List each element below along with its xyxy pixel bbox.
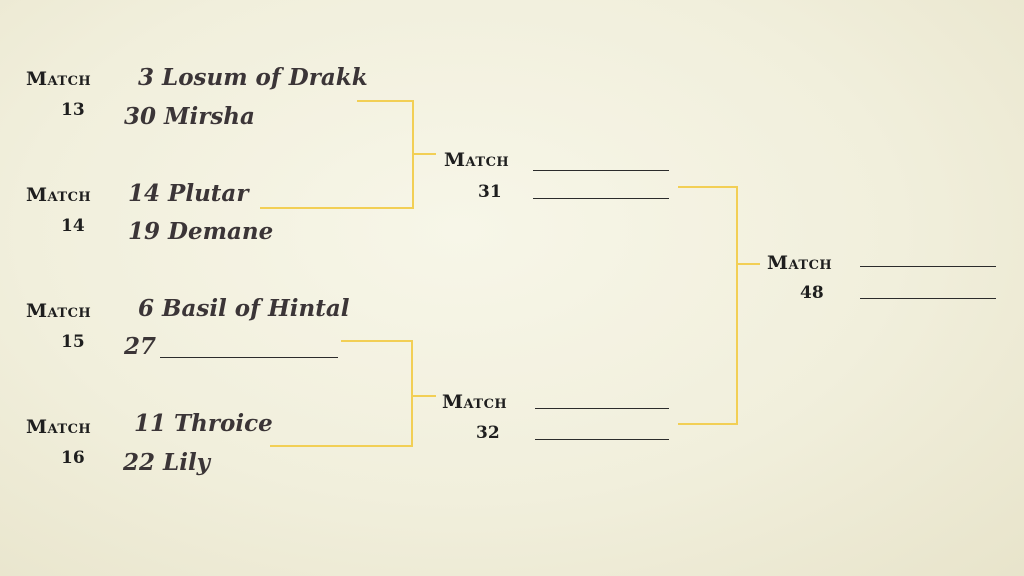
team-seed: 14 — [128, 180, 161, 207]
blank-slot — [860, 266, 996, 267]
connector-match-32 — [678, 264, 738, 425]
match-48-number: 48 — [800, 283, 824, 303]
team-name: Mirsha — [164, 103, 255, 130]
blank-slot — [533, 170, 669, 171]
team-name: Throice — [174, 410, 273, 437]
connector-match-16 — [270, 396, 413, 447]
team-name: Losum of Drakk — [162, 64, 368, 91]
match-15-number: 15 — [61, 332, 85, 352]
team-slot: 6 Basil of Hintal — [138, 297, 350, 320]
team-slot: 19 Demane — [128, 220, 273, 243]
team-slot: 11 Throice — [134, 412, 273, 435]
team-seed: 6 — [138, 295, 155, 322]
match-31-number: 31 — [478, 182, 502, 202]
match-31-label: Match — [444, 149, 510, 171]
blank-slot — [860, 298, 996, 299]
match-14-number: 14 — [61, 216, 85, 236]
match-32-label: Match — [442, 391, 508, 413]
team-seed: 19 — [128, 218, 161, 245]
team-slot: 27 — [124, 335, 156, 358]
connector-match-15 — [341, 340, 413, 396]
blank-slot — [535, 439, 669, 440]
team-slot: 30 Mirsha — [124, 105, 255, 128]
team-seed: 3 — [138, 64, 155, 91]
connector-match-14 — [260, 154, 414, 209]
team-slot: 22 Lily — [123, 451, 210, 474]
team-name: Lily — [163, 449, 211, 476]
match-32-number: 32 — [476, 423, 500, 443]
connector-match-13 — [357, 100, 414, 154]
team-name: Demane — [168, 218, 274, 245]
team-name: Plutar — [168, 180, 249, 207]
team-name: Basil of Hintal — [162, 295, 350, 322]
team-slot: 3 Losum of Drakk — [138, 66, 368, 89]
match-14-label: Match — [26, 184, 92, 206]
match-13-number: 13 — [61, 100, 85, 120]
blank-slot — [535, 408, 669, 409]
team-seed: 27 — [124, 333, 157, 360]
blank-slot — [533, 198, 669, 199]
team-slot: 14 Plutar — [128, 182, 248, 205]
match-16-label: Match — [26, 416, 92, 438]
team-seed: 30 — [124, 103, 157, 130]
match-16-number: 16 — [61, 448, 85, 468]
match-15-label: Match — [26, 300, 92, 322]
connector-match-31 — [678, 186, 738, 264]
match-13-label: Match — [26, 68, 92, 90]
team-seed: 11 — [134, 410, 167, 437]
match-48-label: Match — [767, 252, 833, 274]
blank-slot — [160, 357, 338, 358]
team-seed: 22 — [123, 449, 156, 476]
